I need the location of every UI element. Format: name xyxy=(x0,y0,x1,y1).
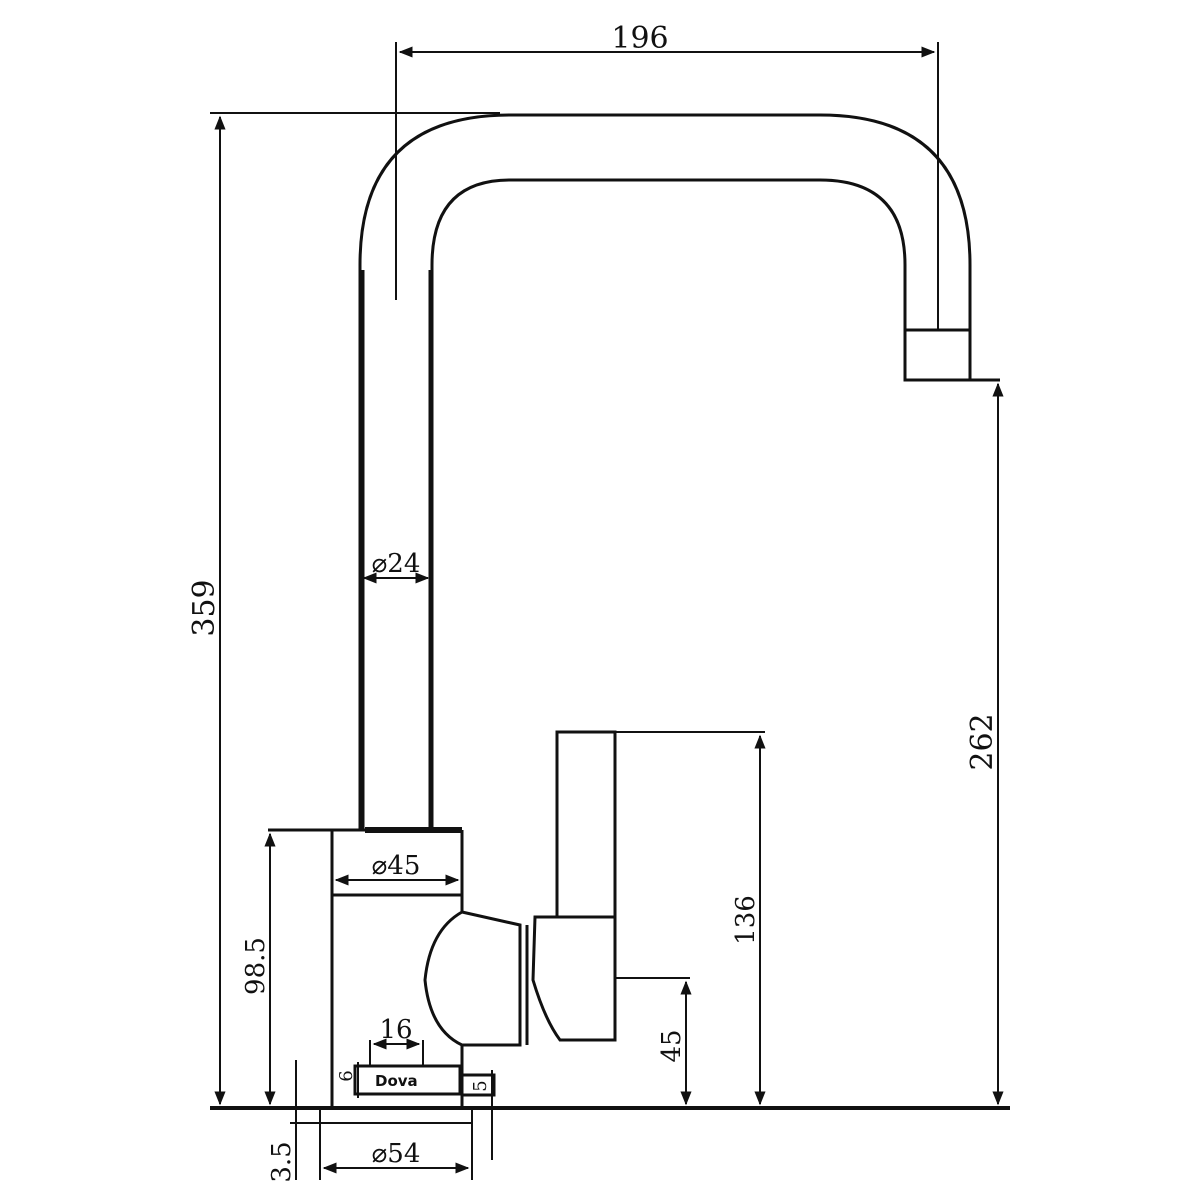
dim-6-label: 6 xyxy=(336,1070,357,1081)
faucet-outline xyxy=(358,113,1000,830)
faucet-body xyxy=(268,730,765,1108)
spout-inner-contour xyxy=(430,178,907,830)
dim-24-label: ⌀24 xyxy=(372,549,421,579)
base-plate xyxy=(300,1064,496,1124)
dim-196-label: 196 xyxy=(611,21,668,56)
spout-outer-contour xyxy=(358,113,972,830)
dim-16-label: 16 xyxy=(379,1015,412,1045)
dim-262-label: 262 xyxy=(965,713,1000,770)
dim-136-label: 136 xyxy=(731,895,761,945)
spout-column-edges xyxy=(361,270,432,830)
dim-359-label: 359 xyxy=(187,579,222,636)
handle-lever xyxy=(555,730,617,919)
aerator xyxy=(903,328,972,382)
dim-54-label: ⌀54 xyxy=(372,1139,421,1169)
logo-text: Dova xyxy=(375,1072,418,1090)
cartridge-connector xyxy=(423,910,522,1047)
logo-badge xyxy=(353,1064,462,1096)
dim-98-label: 98.5 xyxy=(241,937,271,995)
base-flange xyxy=(460,1073,496,1097)
dim-5-label: 5 xyxy=(470,1080,491,1091)
handle-base xyxy=(531,915,617,1042)
dim-handle45-label: 45 xyxy=(657,1029,687,1062)
dim-45-label: ⌀45 xyxy=(372,851,421,881)
dimension-lines xyxy=(210,42,1004,1180)
dim-35-label: 3.5 xyxy=(267,1141,297,1182)
